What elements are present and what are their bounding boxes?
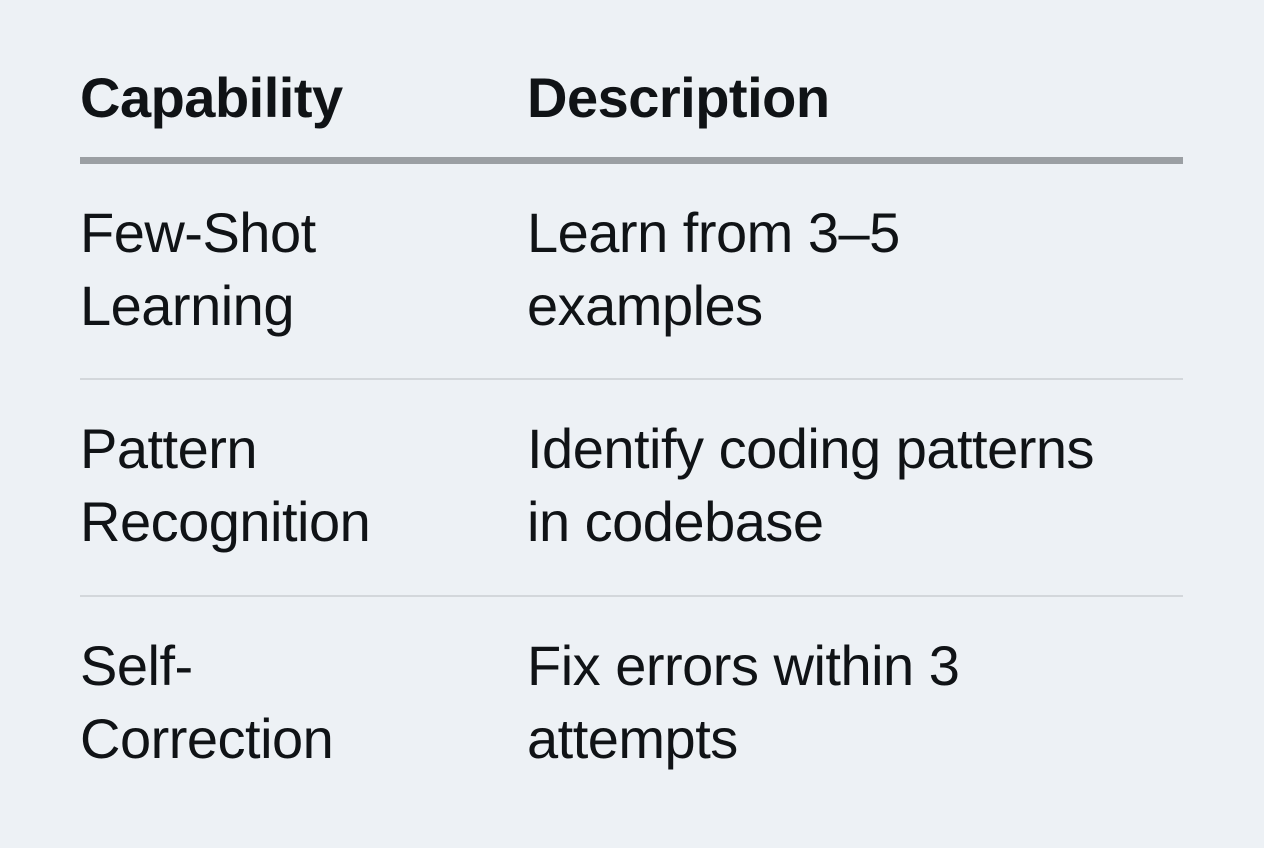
table-row: Self- Correction Fix errors within 3 att…	[80, 596, 1183, 812]
cell-description: Fix errors within 3 attempts	[527, 633, 960, 770]
cell-description: Identify coding patterns in codebase	[527, 379, 1183, 597]
table-row: Few-Shot Learning Learn from 3–5 example…	[80, 160, 1183, 381]
cell-capability: Few-Shot Learning	[80, 160, 527, 381]
cell-description: Learn from 3–5 examples	[527, 160, 1183, 381]
table-row: Pattern Recognition Identify coding patt…	[80, 379, 1183, 597]
column-header-capability: Capability	[80, 62, 527, 164]
cell-capability: Self- Correction	[80, 633, 334, 770]
capability-table: Capability Description Few-Shot Learning…	[80, 62, 1183, 812]
cell-capability: Pattern Recognition	[80, 379, 527, 597]
table-header-row: Capability Description	[80, 62, 1183, 164]
column-header-description: Description	[527, 62, 1183, 164]
